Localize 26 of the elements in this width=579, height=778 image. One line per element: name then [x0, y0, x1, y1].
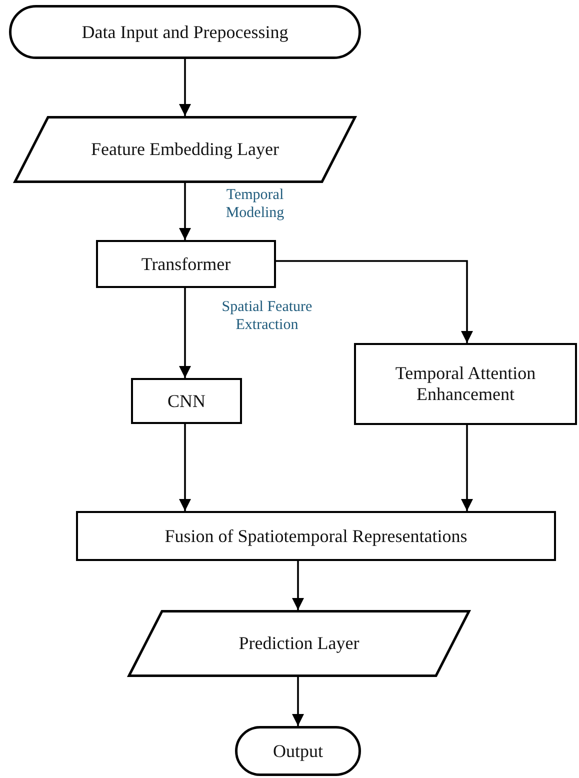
arrow [179, 59, 191, 116]
arrow [292, 561, 304, 610]
node-label: Transformer [141, 254, 231, 274]
node-label: Prediction Layer [238, 633, 360, 654]
arrow [179, 183, 191, 240]
arrow [292, 677, 304, 726]
node-label: Fusion of Spatiotemporal Representations [164, 526, 468, 546]
node-label: Data Input and Prepocessing [82, 22, 288, 42]
arrow [276, 260, 473, 343]
node-label: Feature Embedding Layer [91, 139, 279, 160]
edge-label: Spatial Feature Extraction [220, 298, 314, 334]
data-parallelogram [14, 116, 356, 183]
process-box [76, 511, 556, 561]
edge-label: Temporal Modeling [224, 186, 286, 222]
node-label: CNN [167, 390, 206, 412]
arrow [179, 424, 191, 511]
process-box [354, 343, 577, 425]
process-box [96, 240, 276, 288]
arrow [179, 288, 191, 378]
node-label: Output [272, 740, 323, 762]
node-label: Temporal Attention Enhancement [394, 363, 537, 405]
arrow [461, 425, 473, 511]
terminal-box [235, 726, 361, 776]
process-box [131, 378, 242, 424]
terminal-box [9, 5, 361, 59]
data-parallelogram [128, 610, 470, 677]
